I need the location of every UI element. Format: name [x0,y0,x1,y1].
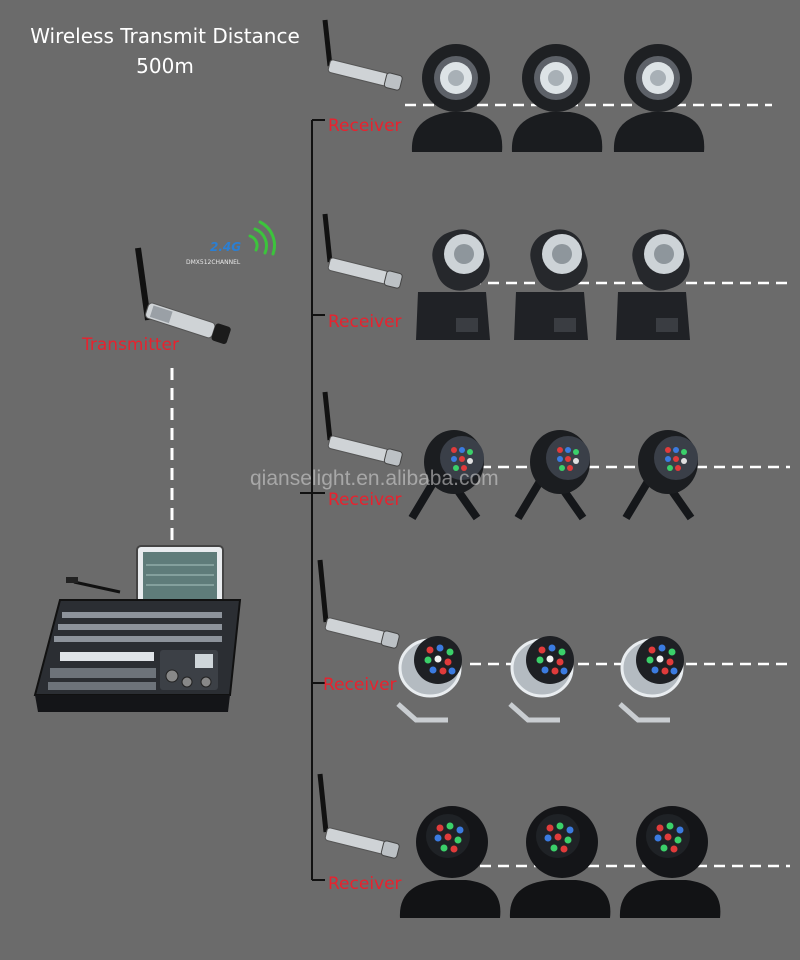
receiver-row-2 [322,213,790,340]
led-par-chrome-icon [396,636,462,723]
title-line-2: 500m [136,54,194,78]
transmitter-label: Transmitter [82,335,179,355]
receiver-label: Receiver [328,490,402,510]
receiver-bracket [300,119,325,881]
receiver-device [322,19,403,91]
receiver-device [317,559,400,649]
badge-band: 2.4G [210,240,242,254]
receiver-row-1 [322,19,772,152]
moving-head-beam-icon [514,229,588,340]
transmitter-device [135,247,231,344]
receiver-device [317,773,400,859]
title-line-1: Wireless Transmit Distance [30,24,300,48]
receiver-row-5 [317,773,790,918]
moving-head-beam-icon [616,229,690,340]
led-par-black-icon [622,430,698,521]
receiver-device [322,213,403,289]
receiver-label: Receiver [328,116,402,136]
moving-head-beam-icon [416,229,490,340]
moving-head-wash-icon [411,44,503,152]
receiver-label: Receiver [323,675,397,695]
wifi-signal-icon [248,220,276,256]
receiver-row-3 [322,391,790,521]
watermark: qianselight.en.alibaba.com [250,467,499,490]
moving-head-rgb-icon [509,806,611,918]
receiver-label: Receiver [328,874,402,894]
moving-head-wash-icon [511,44,603,152]
receiver-device [322,391,403,467]
moving-head-rgb-icon [619,806,721,918]
led-par-chrome-icon [618,636,684,723]
moving-head-rgb-icon [399,806,501,918]
led-par-chrome-icon [508,636,574,723]
lighting-console [33,545,242,712]
badge-subtext: DMX512CHANNEL [186,259,241,266]
moving-head-wash-icon [613,44,705,152]
led-par-black-icon [408,430,484,521]
receiver-row-4 [317,559,790,723]
receiver-label: Receiver [328,312,402,332]
led-par-black-icon [514,430,590,521]
